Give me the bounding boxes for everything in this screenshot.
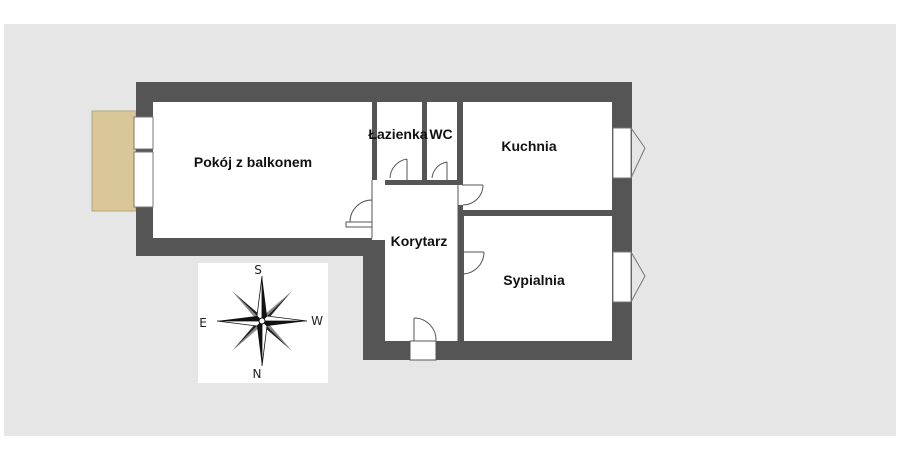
door-entrance: [409, 317, 437, 361]
compass-west: W: [311, 314, 323, 328]
room-living: [153, 102, 372, 238]
compass-north: N: [253, 367, 262, 381]
compass-south: S: [254, 263, 262, 277]
label-bedroom: Sypialnia: [503, 272, 565, 288]
bedroom-window: [612, 251, 646, 303]
compass-rose: S N E W: [198, 263, 328, 383]
room-kitchen: [463, 102, 612, 210]
door-living: [345, 199, 373, 228]
label-corridor: Korytarz: [391, 233, 448, 249]
door-bedroom: [461, 251, 485, 275]
opening-corridor-kitchen: [458, 185, 463, 205]
balcony-windows: [133, 116, 154, 208]
compass-east: E: [199, 316, 207, 330]
room-wc: [427, 102, 457, 180]
door-wc: [431, 161, 448, 180]
door-kitchen: [462, 184, 484, 206]
label-bathroom: Łazienka: [368, 126, 427, 142]
room-bathroom: [377, 102, 422, 180]
label-kitchen: Kuchnia: [501, 138, 556, 154]
room-bedroom: [464, 216, 612, 341]
label-living: Pokój z balkonem: [194, 154, 312, 170]
door-bathroom: [389, 158, 408, 180]
kitchen-window: [612, 127, 646, 179]
label-wc: WC: [429, 126, 452, 142]
room-corridor: [385, 185, 458, 341]
opening-living-corridor: [372, 180, 385, 240]
balcony: [91, 110, 137, 212]
